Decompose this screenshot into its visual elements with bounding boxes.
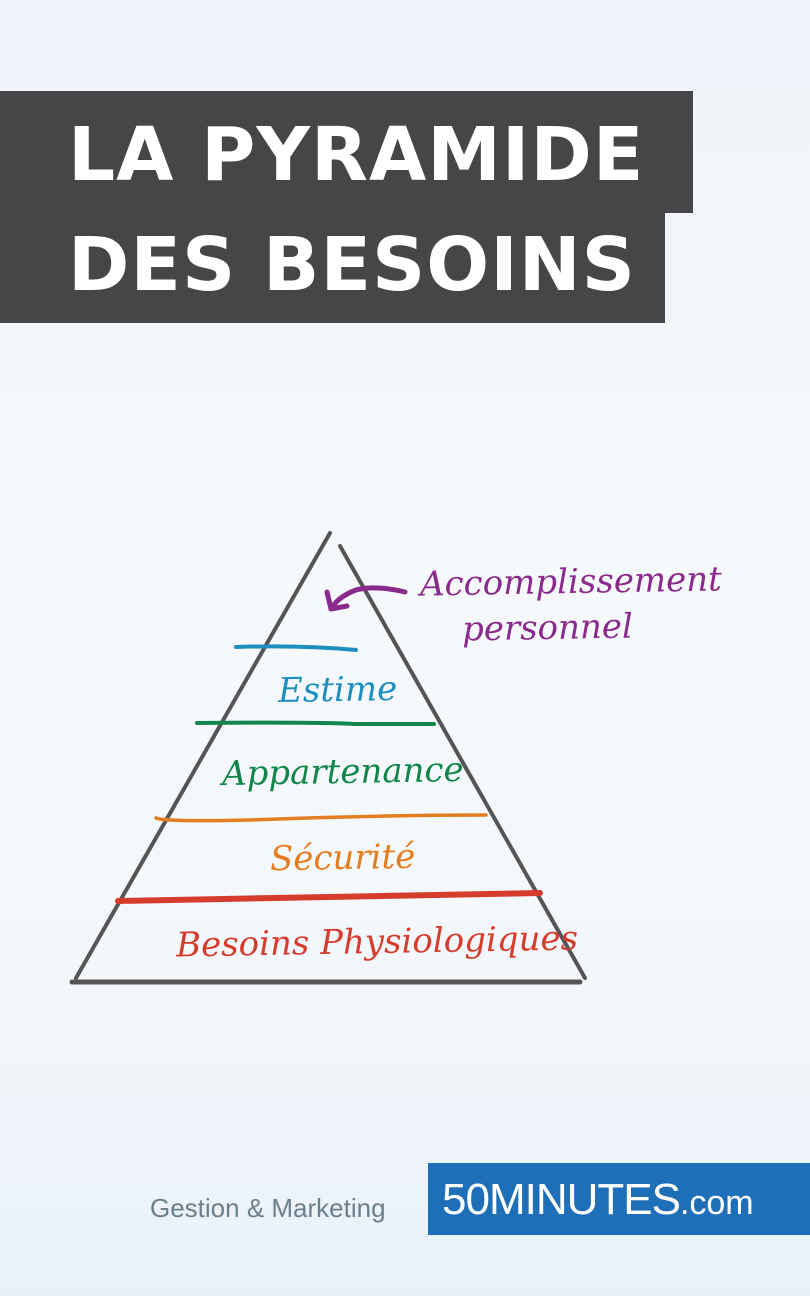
title-background-line1 <box>0 91 693 213</box>
level-label-securite: Sécurité <box>269 836 416 880</box>
level-label-personnel: personnel <box>461 606 634 650</box>
brand-logo: 50MINUTES.com <box>428 1163 810 1235</box>
level-label-estime: Estime <box>277 668 398 712</box>
category-label: Gestion & Marketing <box>150 1193 386 1223</box>
level-label-accomplissement: Accomplissement <box>419 559 723 605</box>
level-label-besoins-physiologiques: Besoins Physiologiques <box>175 918 579 966</box>
title-line-1: LA PYRAMIDE <box>68 112 645 198</box>
title-line-2: DES BESOINS <box>68 222 636 308</box>
brand-main: 50MINUTES <box>442 1175 681 1224</box>
brand-suffix: .com <box>679 1184 754 1222</box>
brand-text: 50MINUTES.com <box>442 1175 754 1225</box>
title-background-line2 <box>0 213 665 323</box>
level-label-appartenance: Appartenance <box>221 749 464 795</box>
